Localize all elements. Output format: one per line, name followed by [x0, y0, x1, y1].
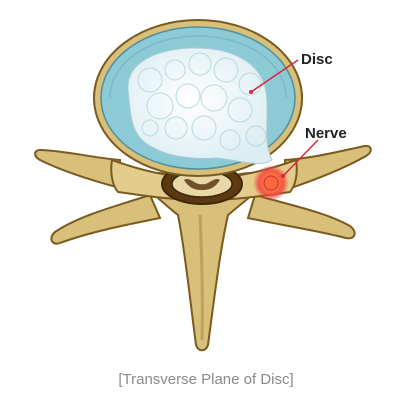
right-articular-process: [246, 193, 356, 240]
left-articular-process: [50, 193, 162, 245]
nerve-pointer-line: [282, 139, 319, 177]
nerve-pointer-dot: [281, 174, 285, 178]
disc-pointer-dot: [249, 90, 253, 94]
disc-label: Disc: [301, 51, 333, 68]
nerve-label: Nerve: [305, 125, 347, 142]
bone-shading: [198, 214, 204, 341]
nucleus-cells: [137, 52, 267, 151]
cord-gray-matter: [184, 179, 220, 190]
intervertebral-disc: [93, 19, 303, 177]
figure-caption: [Transverse Plane of Disc]: [118, 371, 294, 388]
nerve-root: [263, 175, 279, 191]
nucleus-pulposus: [127, 47, 273, 164]
left-transverse-process: [34, 148, 121, 190]
disc-pointer-line: [250, 59, 299, 93]
right-transverse-process: [284, 144, 372, 192]
annulus-rings: [109, 35, 287, 99]
